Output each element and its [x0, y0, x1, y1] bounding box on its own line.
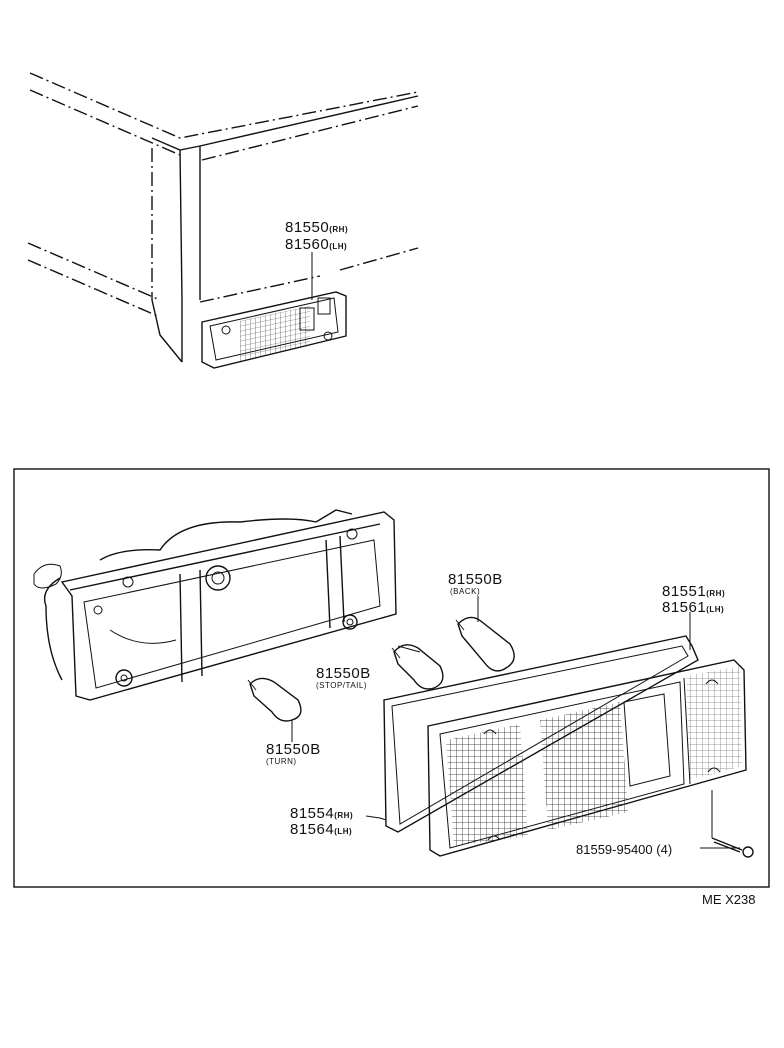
lens-lh-number: 81561(LH) [662, 599, 724, 616]
lens-rh-number: 81551(RH) [662, 583, 725, 600]
stop-tail-bulb-function: (STOP/TAIL) [316, 681, 367, 690]
upper-tail-lamp [201, 291, 347, 369]
stop-tail-bulb-number: 81550B [316, 665, 371, 682]
upper-lamp-lh-number: 81560(LH) [285, 236, 347, 253]
back-bulb [455, 616, 515, 672]
lens [427, 659, 747, 857]
turn-bulb [247, 677, 302, 722]
leader-lines [291, 596, 740, 849]
figure-code: ME X238 [702, 892, 755, 907]
lamp-housing [33, 509, 397, 701]
back-bulb-function: (BACK) [450, 587, 480, 596]
upper-lamp-rh-number: 81550(RH) [285, 219, 348, 236]
gasket-lh-number: 81564(LH) [290, 821, 352, 838]
gasket [383, 635, 699, 833]
turn-bulb-number: 81550B [266, 741, 321, 758]
turn-bulb-function: (TURN) [266, 757, 297, 766]
back-bulb-number: 81550B [448, 571, 503, 588]
vehicle-body-outline [27, 72, 419, 363]
stop-tail-bulb [391, 644, 444, 690]
exploded-view-frame [13, 468, 770, 888]
screw-part-number: 81559-95400 (4) [576, 842, 672, 857]
gasket-rh-number: 81554(RH) [290, 805, 353, 822]
